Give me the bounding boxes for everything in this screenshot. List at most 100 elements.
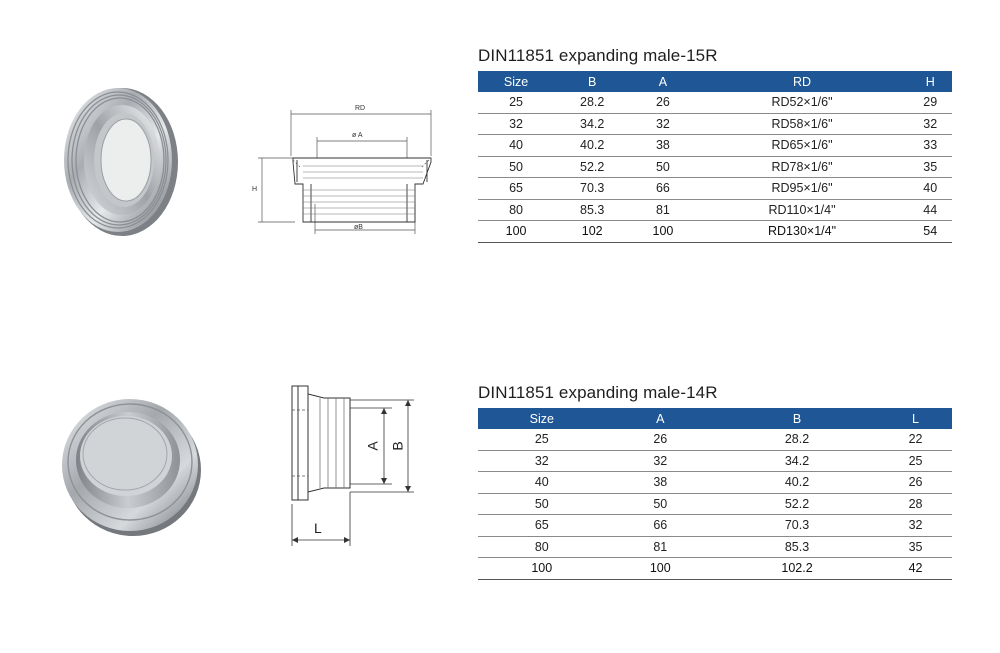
table-cell: 100: [630, 220, 696, 243]
table-cell: 50: [630, 156, 696, 178]
table-cell: 25: [879, 450, 952, 472]
table-cell: 28.2: [554, 92, 631, 114]
table-cell: 52.2: [714, 493, 880, 515]
drawing-14r-label-l: L: [314, 520, 322, 536]
table-cell: 65: [478, 514, 606, 537]
table-cell: 50: [478, 493, 606, 515]
column-header: B: [714, 408, 880, 429]
table-cell: 28.2: [714, 429, 880, 451]
table-cell: 32: [879, 514, 952, 537]
column-header: B: [554, 71, 631, 92]
table-cell: 25: [478, 92, 555, 114]
table-cell: 26: [605, 429, 715, 451]
drawing-14r-label-b: B: [389, 441, 406, 451]
table-cell: RD110×1/4": [695, 199, 909, 221]
drawing-15r-label-b: øB: [354, 224, 363, 231]
table-cell: 42: [879, 557, 952, 580]
column-header: H: [908, 71, 952, 92]
table-cell: 32: [478, 450, 606, 472]
table-cell: 54: [908, 220, 952, 243]
table-cell: 25: [478, 429, 606, 451]
table-cell: RD130×1/4": [695, 220, 909, 243]
table-cell: 102.2: [714, 557, 880, 580]
table-cell: 32: [908, 113, 952, 135]
table-cell: 32: [605, 450, 715, 472]
column-header: L: [879, 408, 952, 429]
drawing-15r-label-h: H: [252, 186, 258, 193]
table-cell: 80: [478, 536, 606, 558]
table-cell: 32: [630, 113, 696, 135]
table-15r-title: DIN11851 expanding male-15R: [478, 46, 718, 65]
table-cell: 44: [908, 199, 952, 221]
table-cell: 66: [605, 514, 715, 537]
drawing-15r-label-rd: RD: [355, 105, 366, 112]
table-cell: 40: [478, 471, 606, 494]
table-cell: RD95×1/6": [695, 177, 909, 200]
column-header: RD: [695, 71, 909, 92]
table-cell: 102: [554, 220, 631, 243]
table-cell: 81: [605, 536, 715, 558]
table-cell: 40.2: [554, 134, 631, 157]
table-cell: 26: [630, 92, 696, 114]
column-header: Size: [478, 71, 555, 92]
table-cell: 65: [478, 177, 555, 200]
table-cell: 66: [630, 177, 696, 200]
table-cell: 22: [879, 429, 952, 451]
table-cell: 100: [478, 220, 555, 243]
product-photo-15r: [64, 88, 178, 236]
table-cell: 85.3: [714, 536, 880, 558]
table-cell: 40: [908, 177, 952, 200]
table-cell: 50: [605, 493, 715, 515]
column-header: Size: [478, 408, 606, 429]
table-cell: 100: [605, 557, 715, 580]
table-cell: 40: [478, 134, 555, 157]
technical-drawing-15r: [258, 110, 432, 234]
table-cell: 85.3: [554, 199, 631, 221]
table-cell: 38: [605, 471, 715, 494]
drawing-15r-label-a: ø A: [352, 132, 363, 139]
product-photo-14r: [62, 399, 201, 536]
table-cell: RD65×1/6": [695, 134, 909, 157]
table-cell: 34.2: [714, 450, 880, 472]
table-cell: 100: [478, 557, 606, 580]
table-cell: 50: [478, 156, 555, 178]
table-cell: 40.2: [714, 471, 880, 494]
table-cell: 29: [908, 92, 952, 114]
table-cell: 34.2: [554, 113, 631, 135]
table-cell: 70.3: [714, 514, 880, 537]
table-cell: 70.3: [554, 177, 631, 200]
table-cell: 35: [879, 536, 952, 558]
column-header: A: [605, 408, 715, 429]
table-cell: 28: [879, 493, 952, 515]
table-cell: 81: [630, 199, 696, 221]
table-cell: 52.2: [554, 156, 631, 178]
column-header: A: [630, 71, 696, 92]
table-cell: RD78×1/6": [695, 156, 909, 178]
table-cell: 80: [478, 199, 555, 221]
table-cell: 26: [879, 471, 952, 494]
table-cell: 32: [478, 113, 555, 135]
technical-drawing-14r: [291, 385, 414, 546]
table-cell: RD58×1/6": [695, 113, 909, 135]
table-cell: 38: [630, 134, 696, 157]
table-14r-title: DIN11851 expanding male-14R: [478, 383, 718, 402]
table-cell: 33: [908, 134, 952, 157]
table-cell: 35: [908, 156, 952, 178]
drawing-14r-label-a: A: [364, 441, 381, 451]
